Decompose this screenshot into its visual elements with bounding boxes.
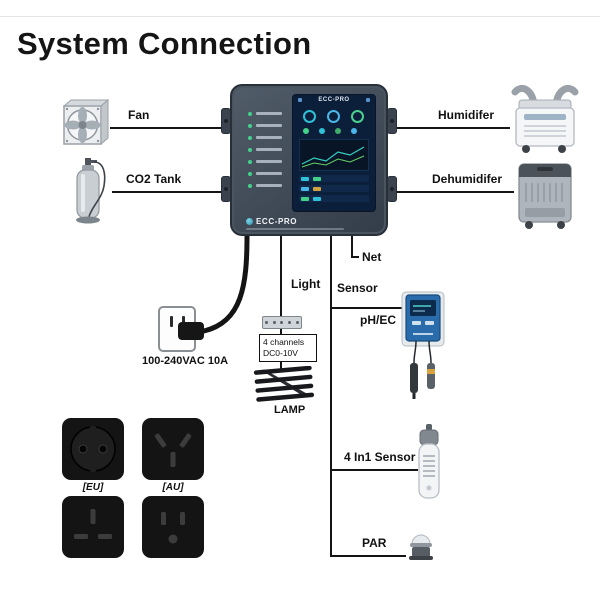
par-label: PAR: [362, 536, 387, 550]
mount-ear: [387, 108, 397, 134]
channels-line1: 4 channels: [263, 337, 305, 347]
light-line: [280, 236, 282, 370]
four-in-one-label: 4 In1 Sensor: [344, 450, 416, 464]
socket-eu-label: [EU]: [82, 482, 104, 493]
socket-au-image: [142, 418, 204, 480]
par-branch-line: [330, 555, 406, 557]
humidifier-label: Humidifer: [438, 108, 495, 122]
screen-title: ECC-PRO: [318, 97, 350, 103]
top-divider: [0, 16, 600, 17]
channels-box: 4 channels DC0-10V: [259, 334, 317, 363]
gauge-ring: [351, 110, 364, 123]
status-dot: [303, 128, 309, 134]
screen-row: [299, 195, 369, 202]
power-plug-image: [178, 322, 204, 340]
net-label: Net: [362, 250, 382, 264]
controller-brand: ECC-PRO: [246, 217, 297, 226]
fan-image: [62, 98, 110, 146]
status-dot: [335, 128, 341, 134]
outlet-slot: [182, 316, 185, 327]
co2-label: CO2 Tank: [126, 172, 182, 186]
light-label: Light: [291, 277, 321, 291]
lamp-image: [253, 366, 315, 402]
dehumidifier-label: Dehumidifer: [432, 172, 503, 186]
lamp-label: LAMP: [274, 404, 306, 416]
sensor-line: [330, 236, 332, 556]
net-line: [351, 236, 353, 258]
dehumidifier-line: [388, 191, 514, 193]
status-dot: [319, 128, 325, 134]
outlet-slot: [170, 316, 173, 327]
four-in-one-sensor-image: [418, 424, 440, 499]
mount-ear: [387, 176, 397, 202]
screen-row: [299, 175, 369, 182]
status-dot: [351, 128, 357, 134]
fan-label: Fan: [128, 108, 150, 122]
socket-au-label: [AU]: [162, 482, 184, 493]
controller-brand-subtitle: [246, 228, 344, 230]
humidifier-line: [388, 127, 510, 129]
ph-ec-label: pH/EC: [360, 313, 396, 327]
sensor-label: Sensor: [337, 281, 378, 295]
net-tick: [351, 256, 359, 258]
par-sensor-image: [409, 534, 433, 560]
power-cable: [201, 233, 250, 334]
power-label: 100-240VAC 10A: [142, 355, 229, 367]
controller-screen: ECC-PRO: [292, 94, 376, 212]
terminal-block-image: [262, 316, 302, 329]
socket-uk-image: [62, 496, 124, 558]
screen-chart: [299, 139, 369, 171]
co2-tank-image: [76, 158, 106, 224]
screen-menu-icon: [298, 98, 302, 102]
gauge-ring: [327, 110, 340, 123]
channels-line2: DC0-10V: [263, 348, 298, 359]
brand-logo-icon: [246, 218, 253, 225]
page-title: System Connection: [17, 26, 312, 61]
four-in-one-branch-line: [330, 469, 418, 471]
gauge-ring: [303, 110, 316, 123]
humidifier-image: [511, 85, 579, 153]
screen-settings-icon: [366, 98, 370, 102]
socket-eu-image: [62, 418, 124, 480]
screen-row: [299, 185, 369, 192]
co2-line: [112, 191, 230, 193]
ph-branch-line: [330, 307, 406, 309]
socket-us-image: [142, 496, 204, 558]
dehumidifier-image: [518, 163, 572, 229]
fan-line: [110, 127, 230, 129]
ph-ec-device-image: [401, 291, 445, 399]
